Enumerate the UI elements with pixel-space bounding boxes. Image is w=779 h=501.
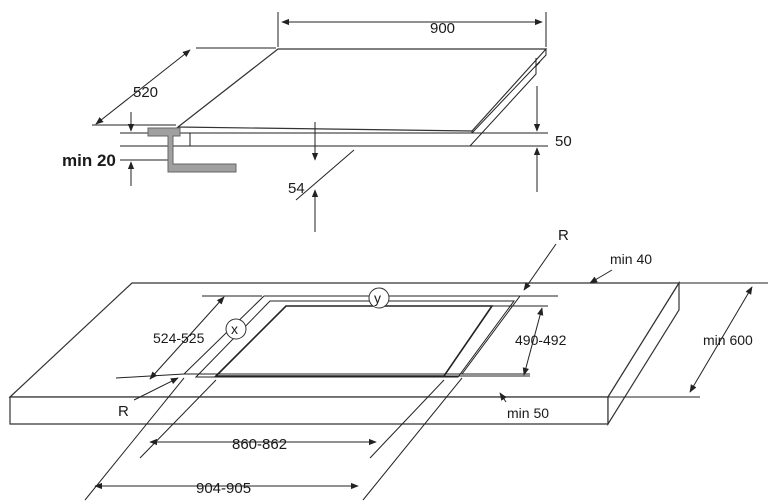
label-corner-radius-left: R <box>118 403 129 420</box>
label-built-in-depth: 54 <box>288 180 305 197</box>
label-cutout-width-inner: 860-862 <box>232 436 287 453</box>
worktop-illustration <box>8 280 681 427</box>
dimension-min-back-distance: min 40 <box>520 251 652 297</box>
dimension-cutout-depth-outer: 524-525 <box>115 295 262 380</box>
label-min-worktop-thickness: min 20 <box>62 151 116 170</box>
label-corner-radius-top: R <box>558 227 569 244</box>
label-cutout-depth-outer: 524-525 <box>153 330 205 346</box>
label-cutout-width-outer: 904-905 <box>196 480 251 497</box>
dimension-hob-depth: 520 <box>92 47 276 126</box>
worktop-side-face <box>607 280 680 427</box>
label-cutout-y: y <box>374 290 381 306</box>
hob-illustration <box>120 48 548 173</box>
label-hob-height: 50 <box>555 133 572 150</box>
label-hob-width: 900 <box>430 20 455 37</box>
dimension-min-front-distance: min 50 <box>462 373 549 421</box>
label-min-front-distance: min 50 <box>507 405 549 421</box>
corner-radius-top: R <box>523 227 569 291</box>
dimension-built-in-depth: 54 <box>288 122 355 232</box>
label-min-back-distance: min 40 <box>610 251 652 267</box>
dimension-cutout-depth-inner: 490-492 <box>444 305 567 377</box>
dimension-min-worktop-thickness: min 20 <box>62 112 135 186</box>
label-cutout-depth-inner: 490-492 <box>515 332 567 348</box>
dimension-min-worktop-depth: min 600 <box>608 282 768 398</box>
cutout-y-marker: y <box>368 287 390 309</box>
dimension-cutout-width-outer: 904-905 <box>84 377 463 501</box>
hob-glass-top <box>176 48 548 132</box>
label-min-worktop-depth: min 600 <box>703 332 753 348</box>
label-cutout-x: x <box>231 321 238 337</box>
label-hob-depth: 520 <box>133 84 158 101</box>
dimension-hob-height: 50 <box>533 86 572 192</box>
mounting-bracket <box>147 127 237 173</box>
worktop-top-face <box>8 282 681 398</box>
dimension-cutout-width-inner: 860-862 <box>139 379 445 459</box>
cutout-x-marker: x <box>225 318 247 340</box>
dimension-hob-width: 900 <box>277 12 547 47</box>
corner-radius-left: R <box>118 377 179 420</box>
